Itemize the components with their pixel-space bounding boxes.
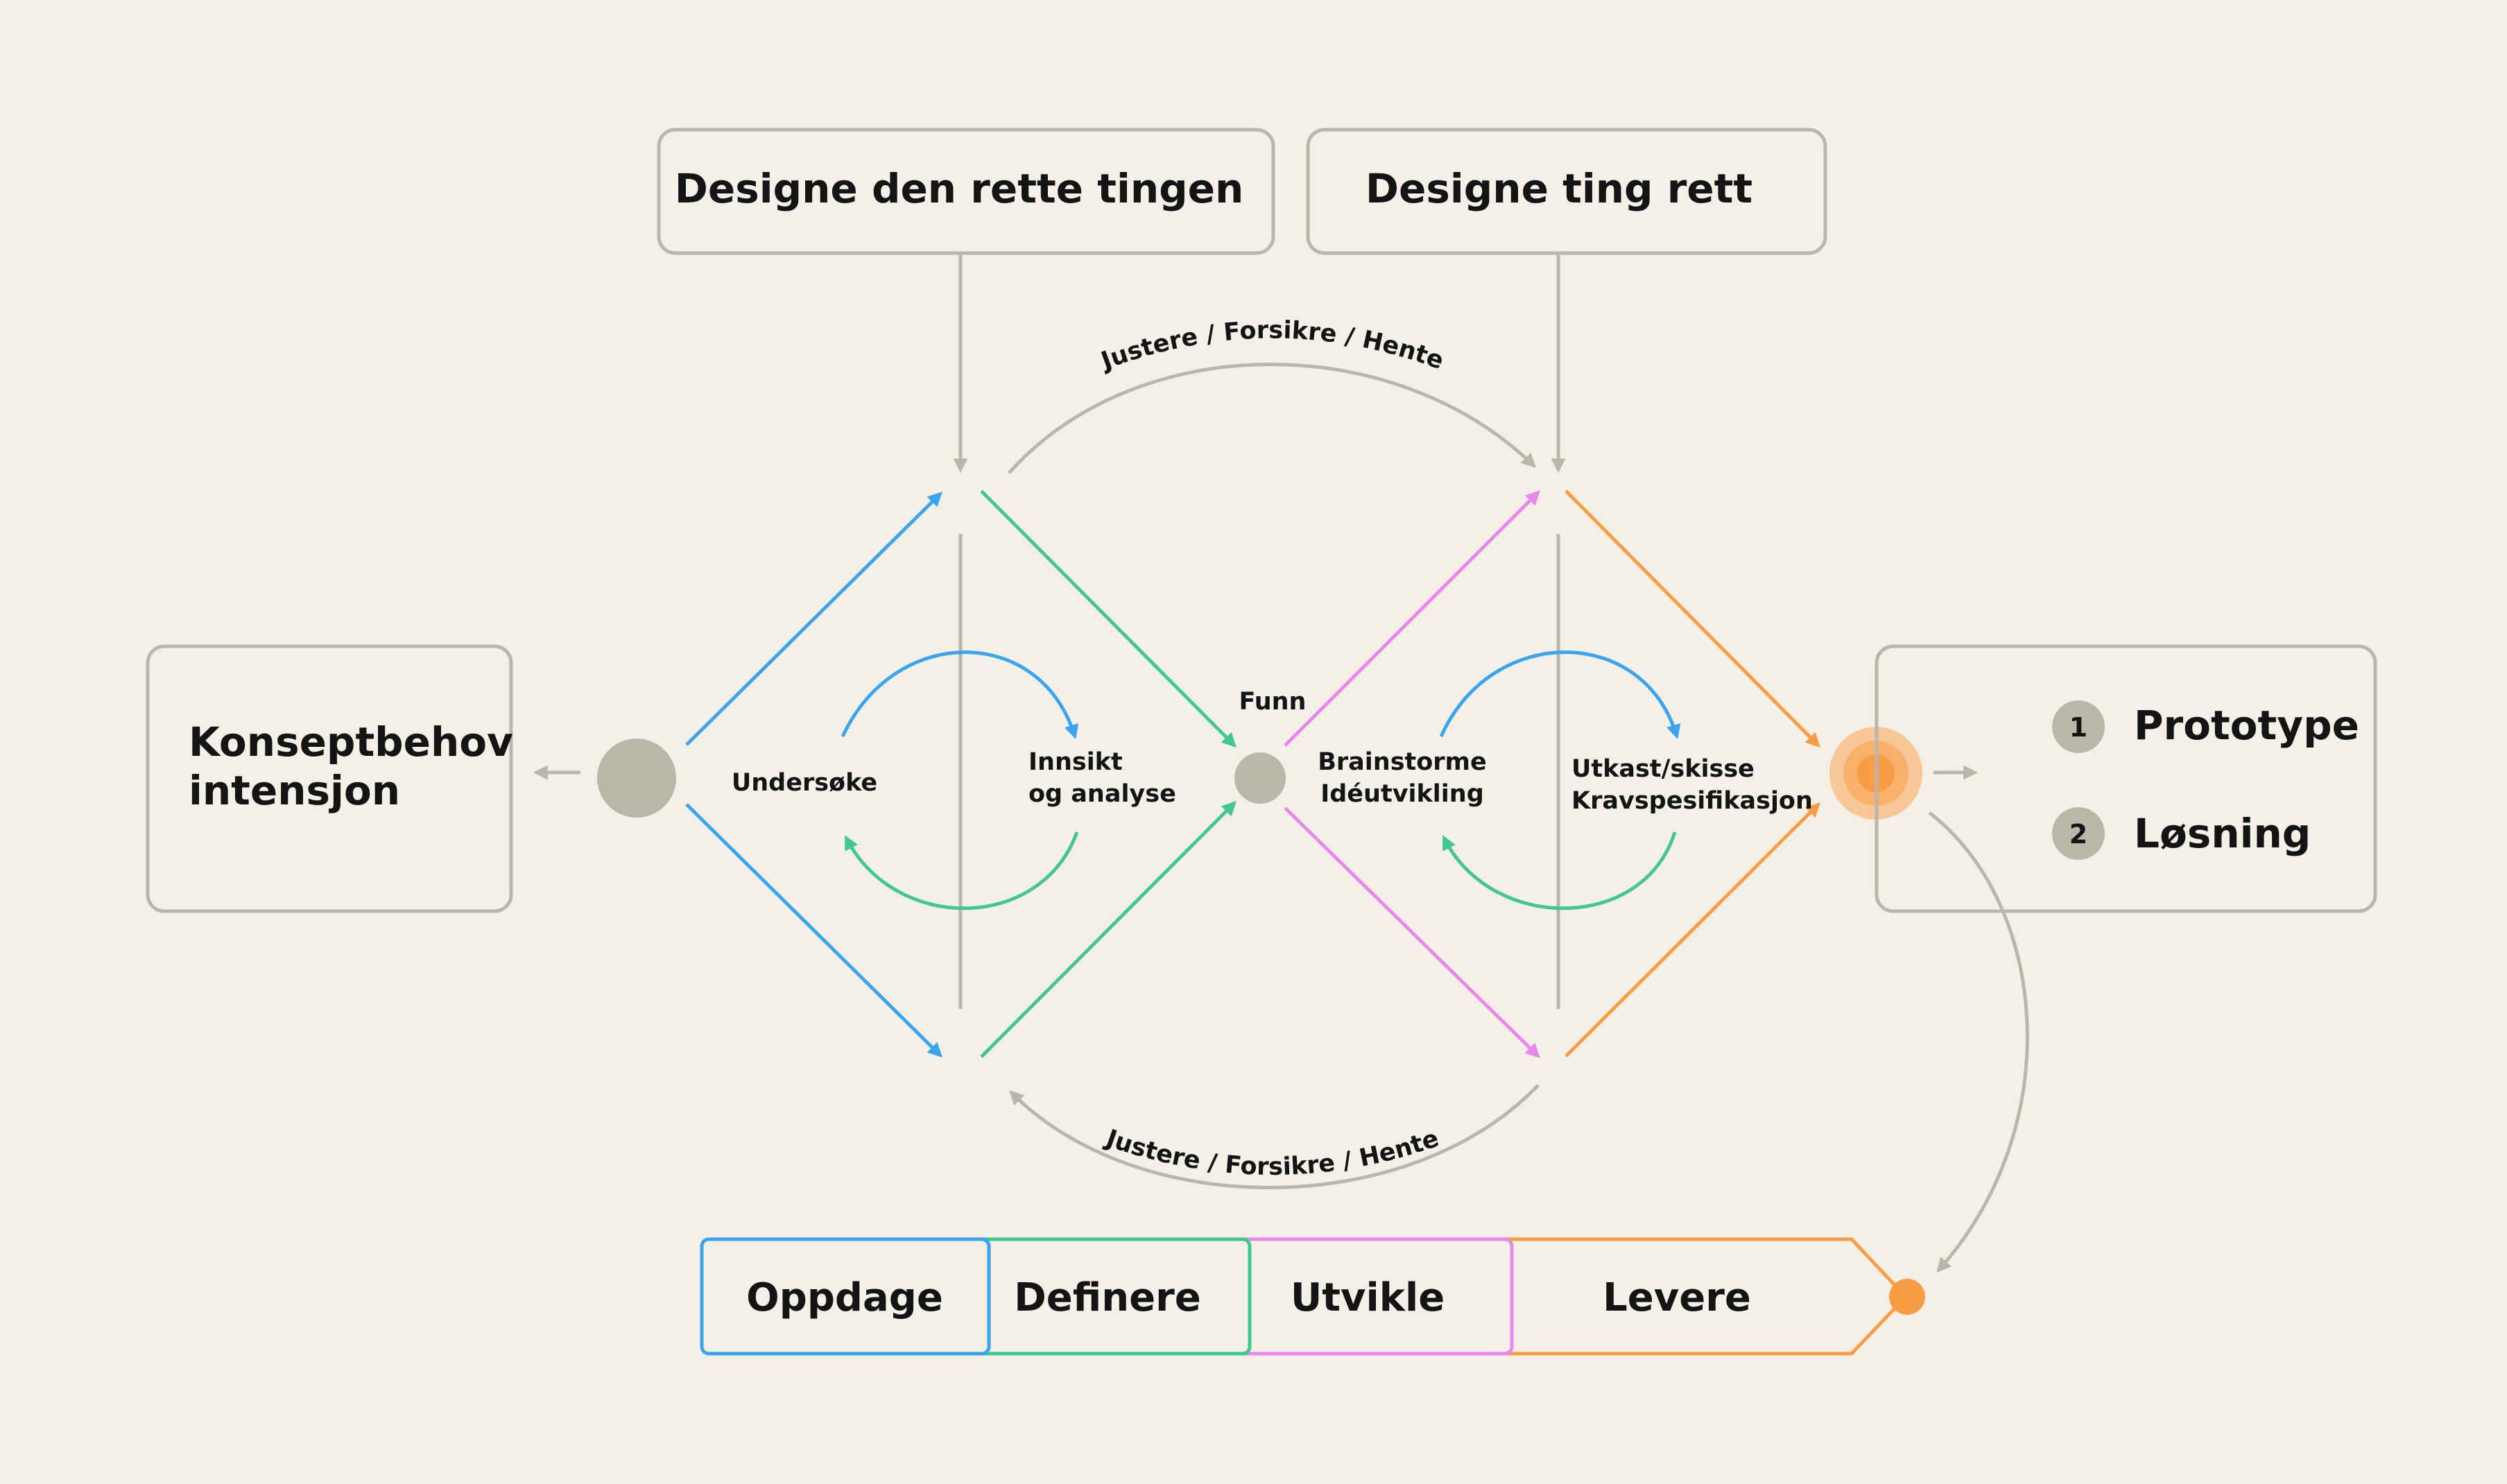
stage-oppdage-shape bbox=[700, 1237, 991, 1356]
start-node bbox=[597, 739, 676, 818]
middle-node-funn bbox=[1234, 752, 1286, 804]
diamond-1-inner-blue-loop bbox=[841, 650, 1079, 740]
deliver-arrow-from-bottom bbox=[1565, 802, 1820, 1058]
diamond-2-inner-blue-loop bbox=[1439, 650, 1681, 740]
feedback-arrow bbox=[1928, 811, 2029, 1273]
discover-arrow-down bbox=[685, 803, 942, 1058]
stage-bar-end-node bbox=[1889, 1279, 1925, 1315]
outcome-number-badge bbox=[2052, 807, 2105, 860]
outcome-box: 1 Prototype 2 Løsning bbox=[1875, 644, 2377, 913]
stage-utvikle-label: Utvikle bbox=[1291, 1275, 1445, 1320]
label-brainstorme-line-2: Idéutvikling bbox=[1320, 780, 1484, 808]
stage-levere-label: Levere bbox=[1603, 1275, 1751, 1320]
label-innsikt-line-2: og analyse bbox=[1028, 780, 1176, 808]
outcome-label-losning: Løsning bbox=[2134, 810, 2311, 857]
label-utkast-line-1: Utkast/skisse bbox=[1571, 755, 1755, 783]
label-brainstorme-line-1: Brainstorme bbox=[1318, 748, 1487, 776]
header-box-design-things-right: Designe ting rett bbox=[1306, 128, 1827, 255]
outcome-number: 1 bbox=[2069, 712, 2087, 743]
diamond-2-inner-green-loop bbox=[1442, 831, 1677, 911]
stage-bar: Oppdage Definere Utvikle Levere bbox=[700, 1237, 1925, 1356]
concept-box: Konseptbehov intensjon bbox=[146, 644, 513, 913]
label-undersoke: Undersøke bbox=[732, 769, 877, 797]
define-arrow-from-top bbox=[980, 490, 1237, 748]
top-adjust-loop-arrow bbox=[1008, 363, 1537, 474]
label-utkast-line-2: Kravspesifikasjon bbox=[1571, 787, 1813, 815]
outcome-item-losning: 2 Løsning bbox=[2052, 807, 2311, 860]
deliver-arrow-from-top bbox=[1565, 490, 1820, 748]
develop-arrow-up bbox=[1284, 490, 1540, 747]
concept-line-2: intensjon bbox=[189, 767, 400, 814]
bottom-adjust-loop-arrow bbox=[1009, 1084, 1540, 1189]
develop-arrow-down bbox=[1284, 806, 1540, 1058]
header-design-things-right-label: Designe ting rett bbox=[1366, 165, 1752, 212]
header-design-right-thing-label: Designe den rette tingen bbox=[675, 165, 1244, 212]
outcome-label-prototype: Prototype bbox=[2134, 702, 2359, 749]
top-adjust-loop-label: Justere / Forsikre / Hente bbox=[1096, 316, 1447, 375]
header-box-design-right-thing: Designe den rette tingen bbox=[657, 128, 1275, 255]
discover-arrow-up bbox=[685, 492, 942, 746]
stage-oppdage-label: Oppdage bbox=[746, 1275, 943, 1320]
outcome-number: 2 bbox=[2069, 819, 2087, 849]
define-arrow-from-bottom bbox=[980, 801, 1237, 1058]
outcome-item-prototype: 1 Prototype bbox=[2052, 700, 2359, 753]
outcome-number-badge bbox=[2052, 700, 2105, 753]
concept-line-1: Konseptbehov bbox=[189, 718, 513, 766]
label-innsikt-line-1: Innsikt bbox=[1028, 748, 1123, 776]
stage-definere-label: Definere bbox=[1014, 1275, 1200, 1320]
diamond-1-inner-green-loop bbox=[844, 831, 1079, 911]
label-funn: Funn bbox=[1239, 688, 1307, 716]
